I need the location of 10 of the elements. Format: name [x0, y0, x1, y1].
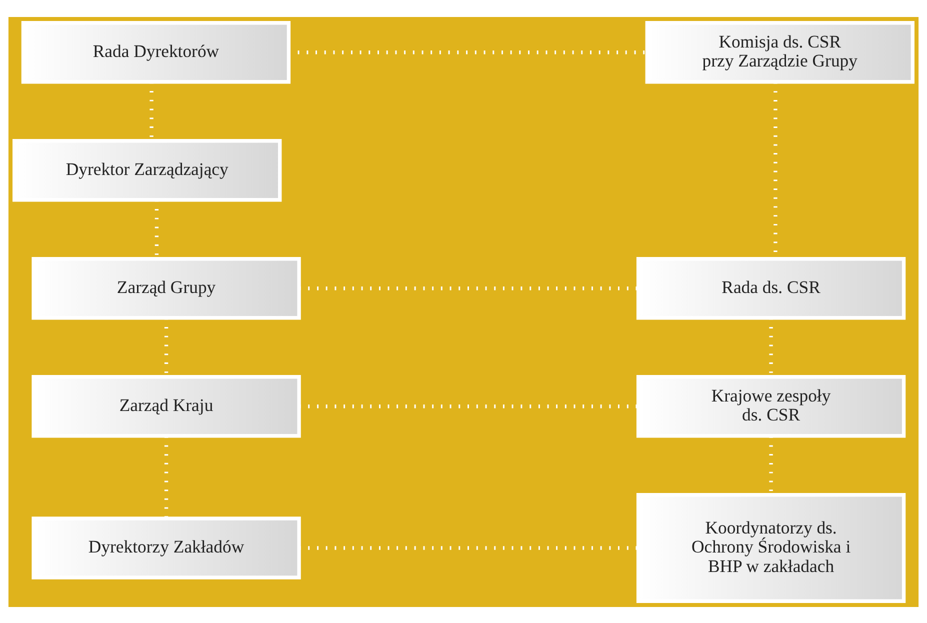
node-box: Koordynatorzy ds. Ochrony Środowiska i BHP w zakładach [636, 492, 906, 602]
node-box: Dyrektorzy Zakładów [32, 516, 301, 579]
node-box: Krajowe zespoły ds. CSR [636, 374, 906, 438]
node-box: Zarząd Kraju [32, 374, 301, 438]
connector [164, 436, 168, 518]
node-box: Rada Dyrektorów [21, 20, 291, 84]
node-box: Rada ds. CSR [636, 256, 906, 320]
node-box: Dyrektor Zarządzający [12, 138, 282, 202]
node-box: Zarząd Grupy [32, 256, 301, 320]
node-box: Komisja ds. CSR przy Zarządzie Grupy [645, 20, 914, 84]
